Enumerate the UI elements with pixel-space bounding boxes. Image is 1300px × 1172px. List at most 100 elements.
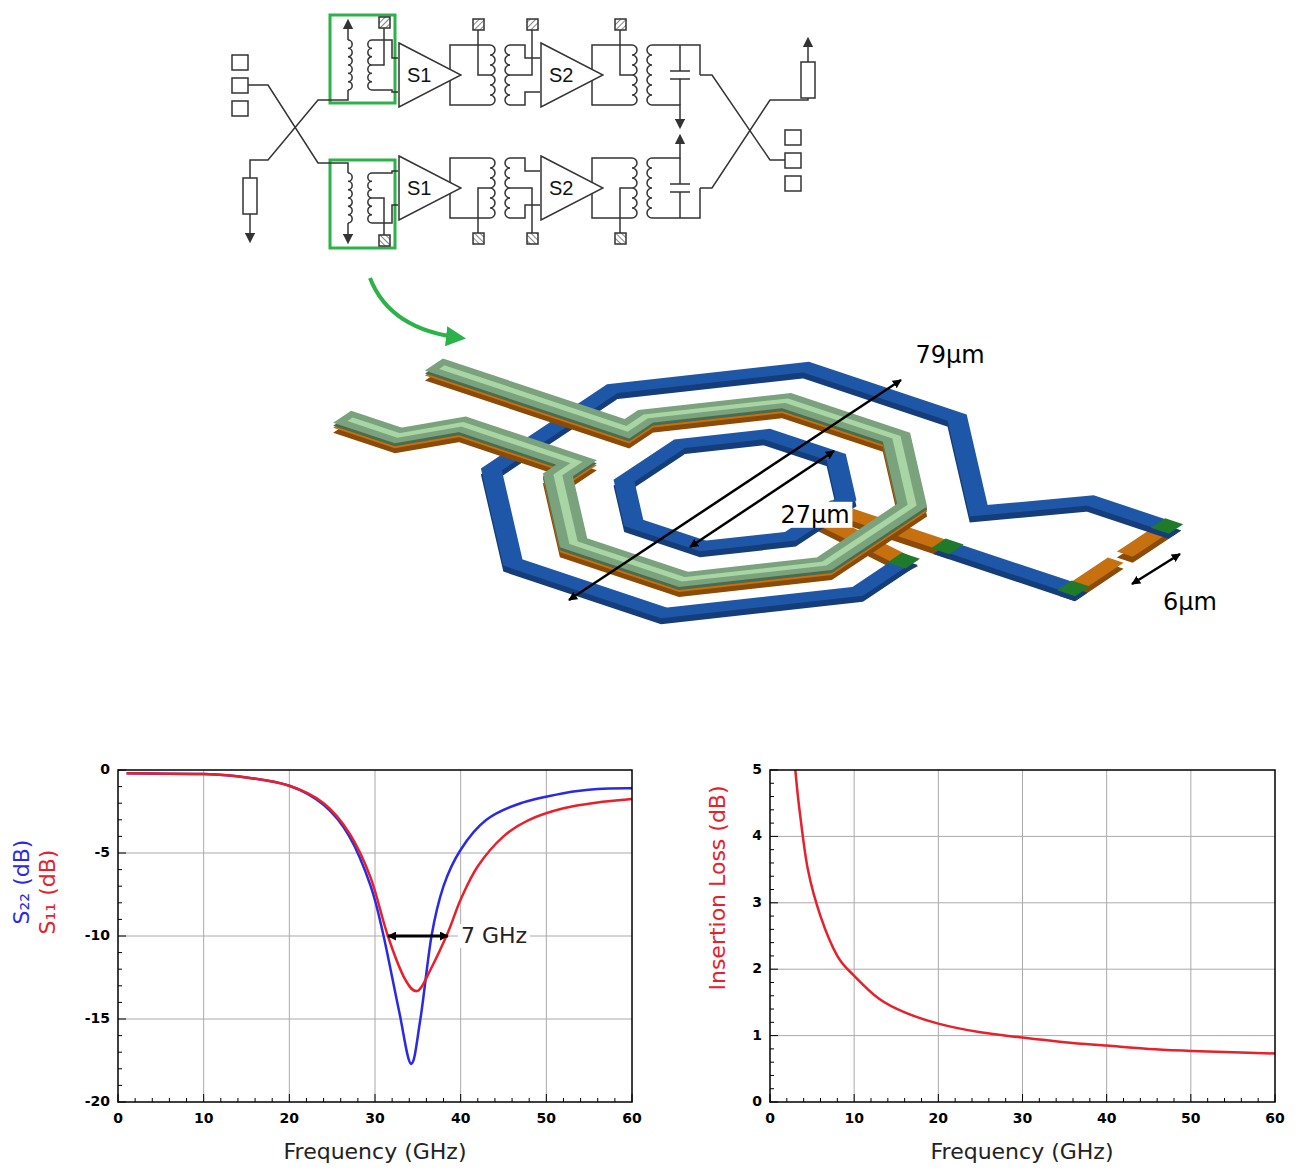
bandwidth-label: 7 GHz	[458, 924, 530, 948]
tick-label: 20	[929, 1111, 948, 1126]
tick-label: 60	[622, 1111, 641, 1126]
drawing-part	[1151, 518, 1183, 534]
drawing-part	[243, 178, 257, 214]
drawing-part	[785, 176, 801, 191]
drawing-part	[785, 130, 801, 145]
drawing-part	[1057, 581, 1089, 597]
grid-line	[118, 853, 632, 854]
amplifier-symbol	[541, 156, 603, 220]
tick-label: -10	[85, 928, 110, 943]
drawing-part	[801, 62, 815, 98]
hybrid-couplers	[232, 42, 815, 238]
amplifier-label: S1	[407, 177, 431, 200]
tick-label: 1	[752, 1028, 762, 1043]
tick	[770, 1035, 778, 1036]
tick-label: 30	[365, 1111, 384, 1126]
bandwidth-arrow	[388, 935, 448, 938]
amplifier-symbol	[541, 43, 603, 107]
grid-line	[118, 1019, 632, 1020]
grid-line	[118, 936, 632, 937]
transformer-3d	[304, 311, 1205, 702]
drawing-part	[250, 100, 330, 178]
tick	[460, 1094, 461, 1102]
tick-label: 0	[765, 1111, 775, 1126]
drawing-part	[330, 15, 700, 124]
tick	[770, 969, 778, 970]
amplifier-block: S2	[540, 155, 604, 221]
tick-label: 4	[752, 829, 762, 844]
drawing-part	[700, 75, 785, 160]
dimension-arrows	[569, 380, 1180, 600]
axis-title: S₂₂ (dB)	[10, 840, 34, 925]
amplifier-block: S2	[540, 42, 604, 108]
axis-title: Insertion Loss (dB)	[706, 785, 730, 990]
grid-line	[1106, 770, 1107, 1102]
tick	[289, 1094, 290, 1102]
amplifier-symbol	[399, 43, 461, 107]
tick	[770, 902, 778, 903]
tick-label: 50	[537, 1111, 556, 1126]
tick	[203, 1094, 204, 1102]
tick	[1190, 1094, 1191, 1102]
insertion-loss-curve	[795, 770, 1275, 1054]
drawing-part	[118, 770, 632, 1102]
tick-label: 60	[1265, 1111, 1284, 1126]
zoom-arrow	[370, 278, 462, 338]
tick-label: -15	[85, 1011, 110, 1026]
tick	[546, 1094, 547, 1102]
tick-label: 10	[844, 1111, 863, 1126]
tick-label: 40	[451, 1111, 470, 1126]
tick-label: -20	[85, 1094, 110, 1109]
drawing-part	[304, 311, 974, 605]
tick	[118, 1019, 126, 1020]
grid-line	[770, 902, 1275, 903]
tick	[375, 1094, 376, 1102]
drawing-part	[118, 770, 1275, 1102]
drawing-part	[249, 214, 251, 238]
s22-curve	[127, 773, 632, 1064]
drawing-part	[304, 311, 974, 605]
drawing-part	[770, 770, 1275, 1102]
drawing-part	[127, 770, 1275, 1064]
tick-label: 10	[194, 1111, 213, 1126]
tick-label: 0	[113, 1111, 123, 1126]
amplifier-label: S2	[549, 64, 573, 87]
tick-label: 20	[280, 1111, 299, 1126]
tick-label: 5	[752, 762, 762, 777]
tick	[1106, 1094, 1107, 1102]
tick-label: 3	[752, 895, 762, 910]
tick-label: 2	[752, 961, 762, 976]
tick-label: 30	[1013, 1111, 1032, 1126]
s11-curve	[127, 773, 632, 991]
drawing-part	[232, 78, 248, 93]
tick	[1022, 1094, 1023, 1102]
drawing-part	[700, 98, 808, 188]
amplifier-label: S2	[549, 177, 573, 200]
drawing-part	[569, 380, 901, 600]
amplifier-label: S1	[407, 64, 431, 87]
dimension-label: 79µm	[915, 342, 984, 368]
amplifier-block: S1	[398, 155, 462, 221]
drawing-part	[304, 311, 974, 605]
tick	[118, 853, 126, 854]
grid-line	[1190, 770, 1191, 1102]
axis-title: S₁₁ (dB)	[36, 850, 60, 935]
amplifier-symbol	[399, 156, 461, 220]
dimension-label: 27µm	[777, 502, 852, 528]
tick	[938, 1094, 939, 1102]
grid-line	[770, 836, 1275, 837]
drawing-part	[248, 85, 330, 163]
drawing-part	[785, 153, 801, 168]
drawing-part	[770, 770, 1275, 1102]
tick-label: 40	[1097, 1111, 1116, 1126]
dimension-label: 6µm	[1163, 589, 1217, 615]
grid-line	[1022, 770, 1023, 1102]
tick-label: 0	[100, 762, 110, 777]
tick	[770, 836, 778, 837]
drawing-part	[947, 546, 1073, 588]
grid-line	[938, 770, 939, 1102]
drawing-part	[330, 139, 700, 248]
drawing-part	[232, 101, 248, 116]
